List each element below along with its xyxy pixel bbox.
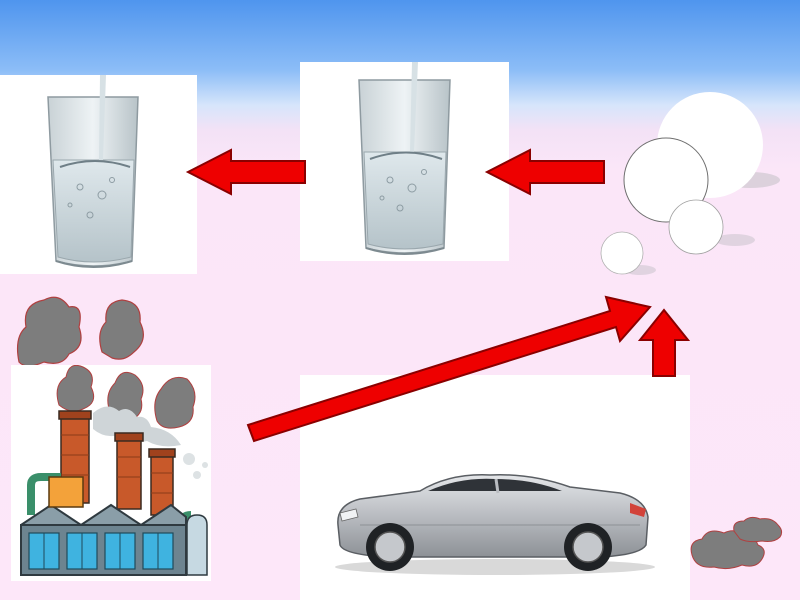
factory-icon (11, 365, 211, 581)
arrow-up-right-icon (240, 285, 660, 450)
smoke-cloud-icon (14, 292, 154, 372)
water-glass-icon (0, 75, 197, 274)
factory-panel (11, 365, 211, 581)
clouds-icon (595, 88, 795, 288)
glass-panel-1 (0, 75, 197, 274)
arrow-left-icon (185, 148, 310, 196)
glass-panel-2 (300, 62, 509, 261)
arrow-left-icon (484, 148, 609, 196)
smog-cloud-icon (688, 515, 788, 573)
arrow-up-icon (638, 308, 690, 378)
water-glass-icon (300, 62, 509, 261)
